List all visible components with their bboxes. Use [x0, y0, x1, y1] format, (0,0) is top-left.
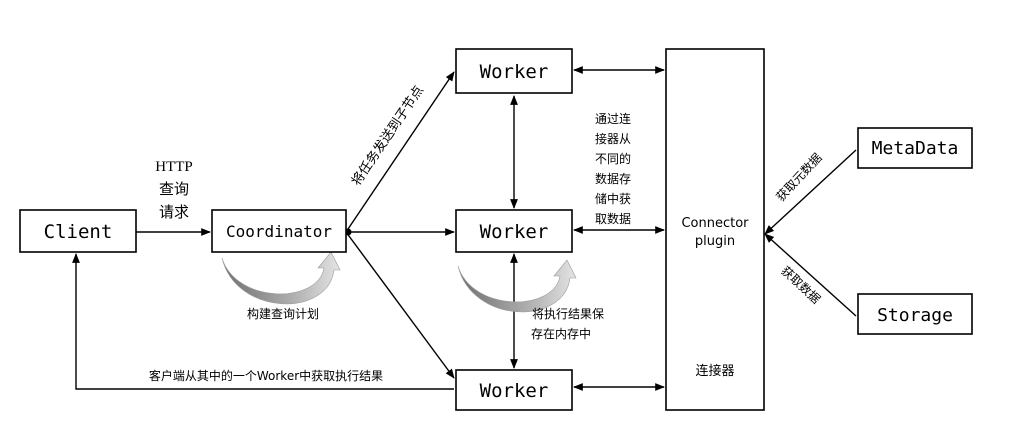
- metadata-node: MetaData: [857, 127, 973, 169]
- connector-label-line2: plugin: [695, 234, 735, 249]
- client-fetch-label: 客户端从其中的一个Worker中获取执行结果: [149, 368, 383, 383]
- metadata-label: MetaData: [872, 138, 959, 159]
- worker-bot-label: Worker: [480, 380, 549, 402]
- connector-cn-label: 连接器: [695, 363, 734, 379]
- coordinator-label: Coordinator: [226, 222, 332, 241]
- coordinator-node: Coordinator: [211, 209, 347, 253]
- http-label-line1: HTTP: [155, 159, 193, 175]
- result-return-arrow: [72, 253, 454, 390]
- storage-to-connector-arrow: [764, 233, 857, 317]
- coordinator-to-worker-top-arrow: [345, 71, 455, 233]
- connector-plugin-node: Connector plugin 连接器: [665, 48, 765, 411]
- connector-fetch-line2: 接器从: [595, 131, 631, 146]
- connector-fetch-line6: 取数据: [595, 211, 631, 226]
- storage-label: Storage: [877, 305, 953, 326]
- storage-node: Storage: [857, 293, 973, 335]
- connector-fetch-line3: 不同的: [595, 151, 631, 166]
- get-metadata-label: 获取元数据: [773, 150, 825, 204]
- connector-fetch-line1: 通过连: [595, 111, 631, 126]
- metadata-to-connector-arrow: [764, 149, 857, 235]
- worker-top-node: Worker: [455, 48, 573, 94]
- http-label-line2: 查询: [159, 180, 189, 198]
- worker-mid-node: Worker: [455, 209, 573, 253]
- save-curved-arrow: [457, 259, 577, 313]
- dispatch-label: 将任务发送到子节点: [348, 83, 427, 189]
- get-data-label: 获取数据: [778, 263, 823, 307]
- connector-fetch-line5: 储中获: [595, 191, 631, 206]
- plan-label: 构建查询计划: [247, 306, 319, 321]
- connector-fetch-line4: 数据存: [595, 171, 631, 186]
- save-label-line2: 存在内存中: [531, 326, 591, 341]
- connector-label-line1: Connector: [681, 216, 749, 231]
- worker-bot-node: Worker: [455, 369, 573, 411]
- coordinator-to-worker-bot-arrow: [345, 231, 455, 379]
- plan-curved-arrow: [221, 251, 341, 305]
- worker-mid-label: Worker: [480, 221, 549, 243]
- worker-top-label: Worker: [480, 61, 549, 83]
- http-label-line3: 请求: [159, 203, 189, 221]
- client-label: Client: [44, 221, 113, 243]
- save-label-line1: 将执行结果保: [532, 307, 604, 321]
- client-node: Client: [19, 209, 137, 253]
